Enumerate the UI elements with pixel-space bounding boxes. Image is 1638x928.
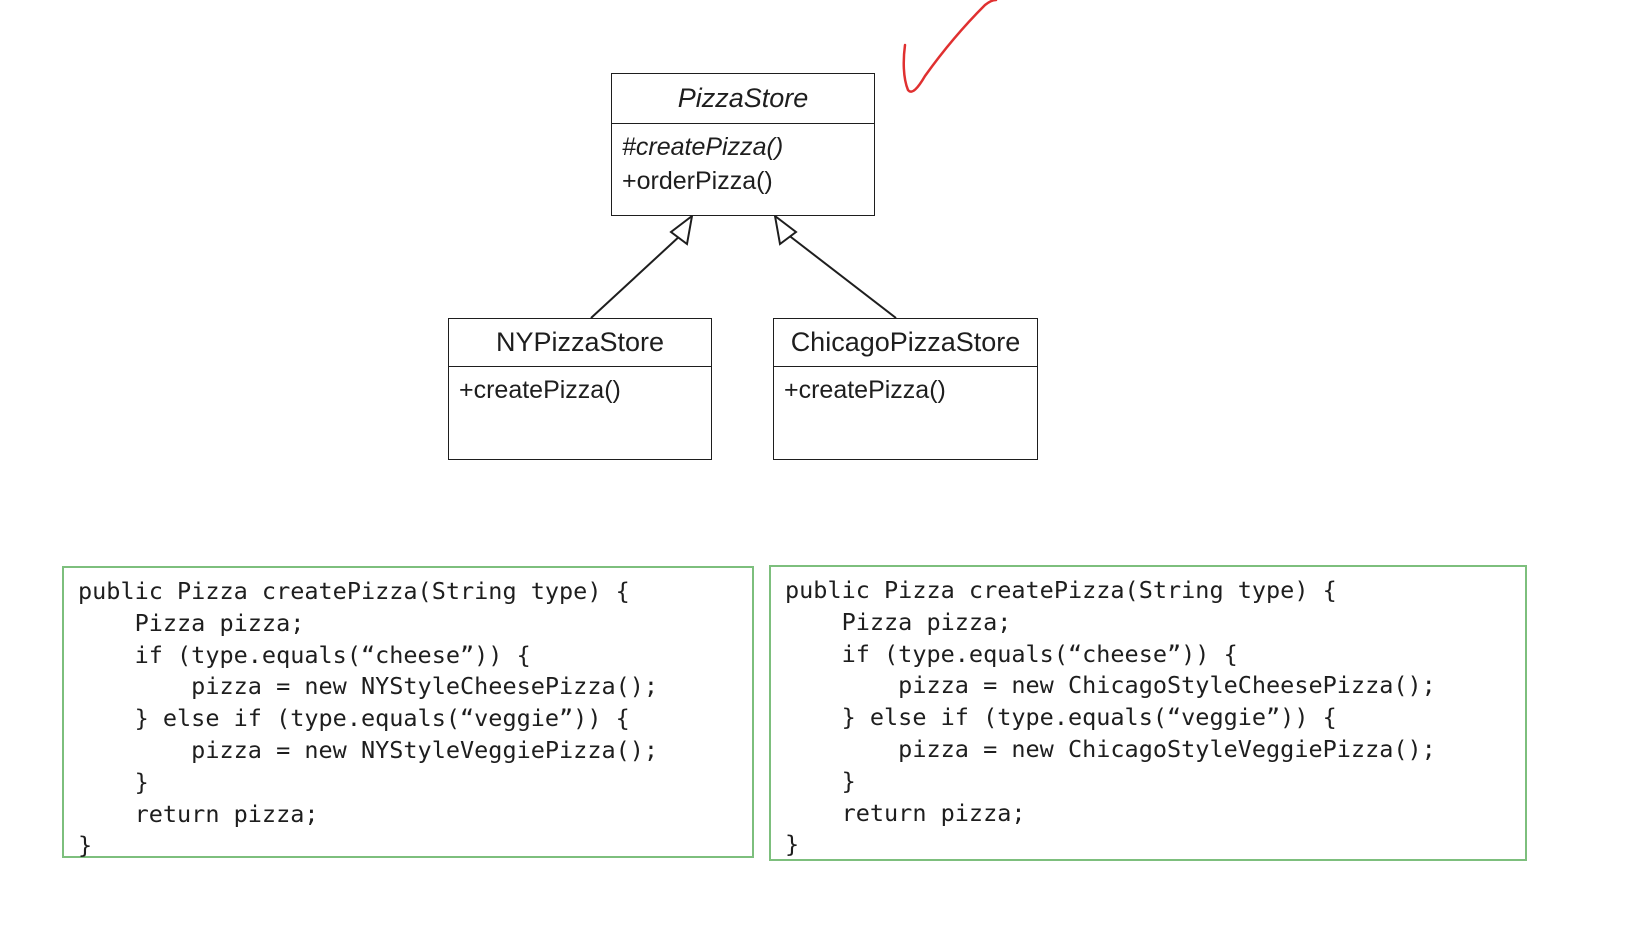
class-name-pizzastore: PizzaStore	[612, 74, 874, 124]
class-methods-nypizzastore: +createPizza()	[449, 367, 711, 413]
class-nypizzastore: NYPizzaStore +createPizza()	[448, 318, 712, 460]
code-line: }	[78, 767, 149, 796]
code-line: pizza = new NYStyleCheesePizza();	[78, 672, 659, 701]
code-block-chicago: public Pizza createPizza(String type) { …	[769, 565, 1527, 861]
code-line: } else if (type.equals(“veggie”)) {	[785, 703, 1337, 732]
code-line: if (type.equals(“cheese”)) {	[78, 640, 531, 669]
code-line: return pizza;	[785, 798, 1026, 827]
method-order-pizza: +orderPizza()	[622, 167, 773, 195]
code-line: public Pizza createPizza(String type) {	[78, 577, 630, 605]
code-line: } else if (type.equals(“veggie”)) {	[78, 704, 630, 733]
code-line: if (type.equals(“cheese”)) {	[785, 639, 1238, 668]
class-methods-pizzastore: #createPizza() +orderPizza()	[612, 124, 874, 204]
code-line: pizza = new ChicagoStyleCheesePizza();	[785, 671, 1436, 700]
method-create-pizza-ny: +createPizza()	[459, 376, 621, 404]
code-line: }	[78, 831, 93, 860]
generalization-arrow-chicago	[773, 213, 897, 319]
class-chicagopizzastore: ChicagoPizzaStore +createPizza()	[773, 318, 1038, 460]
class-name-nypizzastore: NYPizzaStore	[449, 319, 711, 367]
code-line: Pizza pizza;	[78, 608, 305, 637]
code-line: pizza = new ChicagoStyleVeggiePizza();	[785, 734, 1436, 763]
code-line: public Pizza createPizza(String type) {	[785, 576, 1337, 604]
code-block-ny: public Pizza createPizza(String type) { …	[62, 566, 754, 859]
generalization-arrow-ny	[590, 213, 694, 319]
class-pizzastore: PizzaStore #createPizza() +orderPizza()	[611, 73, 875, 216]
method-create-pizza-chicago: +createPizza()	[784, 376, 946, 404]
code-line: pizza = new NYStyleVeggiePizza();	[78, 735, 659, 764]
code-line: return pizza;	[78, 799, 319, 828]
code-line: }	[785, 766, 856, 795]
code-line: Pizza pizza;	[785, 607, 1012, 636]
checkmark-annotation	[902, 0, 998, 93]
class-name-chicagopizzastore: ChicagoPizzaStore	[774, 319, 1037, 367]
class-methods-chicagopizzastore: +createPizza()	[774, 367, 1037, 413]
method-create-pizza: #createPizza()	[622, 133, 784, 161]
code-line: }	[785, 830, 800, 859]
